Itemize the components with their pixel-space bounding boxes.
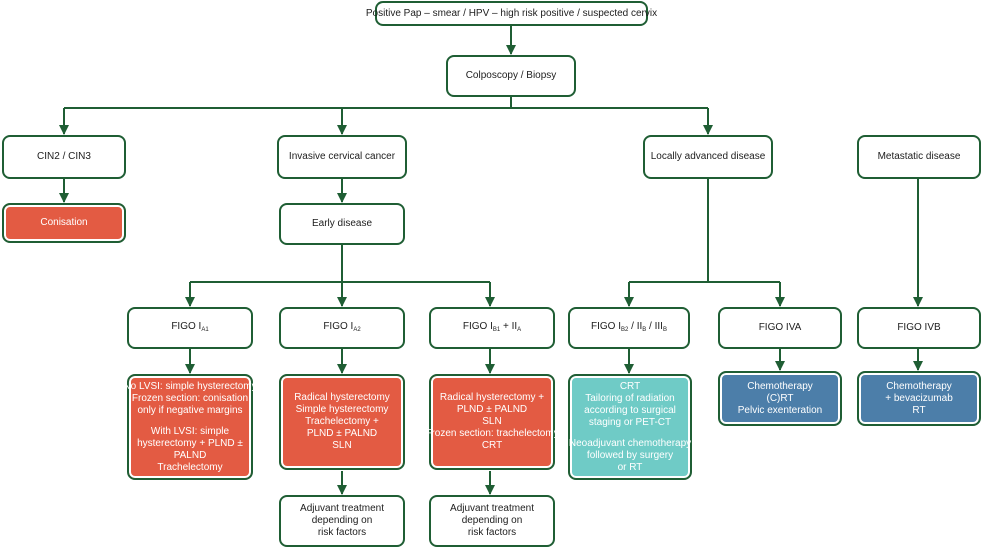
adjuvant-ia2-box: Adjuvant treatment depending on risk fac… bbox=[279, 495, 405, 547]
positive-pap-label: Positive Pap – smear / HPV – high risk p… bbox=[365, 7, 658, 19]
treatment-ivb-box: Chemotherapy + bevacizumab RT bbox=[857, 371, 981, 426]
figo-ivb-box: FIGO IVB bbox=[857, 307, 981, 349]
treatment-ib1-line-1: Radical hysterectomy + bbox=[439, 392, 545, 403]
figo-ib1-label: FIGO IB1 + IIA bbox=[463, 321, 521, 336]
cin-label: CIN2 / CIN3 bbox=[37, 151, 91, 162]
locally-advanced-box: Locally advanced disease bbox=[643, 135, 773, 179]
conisation-box: Conisation bbox=[2, 203, 126, 243]
colposcopy-box: Colposcopy / Biopsy bbox=[446, 55, 576, 97]
treatment-ivb-line-3: RT bbox=[912, 404, 926, 416]
figo-ib2-subscript-1: B2 bbox=[621, 326, 629, 333]
figo-ivb-label: FIGO IVB bbox=[897, 322, 941, 333]
treatment-ia2-line-1: Radical hysterectomy bbox=[294, 392, 390, 403]
treatment-ia2-line-4: PLND ± PALND bbox=[306, 428, 378, 439]
treatment-ib1-line-4: Frozen section: trachelectomy bbox=[425, 428, 559, 439]
treatment-ib1-line-3: SLN bbox=[482, 416, 502, 427]
adjuvant-ia2-line-1: Adjuvant treatment bbox=[300, 503, 384, 514]
treatment-iva-line-2: (C)RT bbox=[766, 392, 794, 404]
metastatic-box: Metastatic disease bbox=[857, 135, 981, 179]
treatment-ia1-line-1: No LVSI: simple hysterectomy bbox=[123, 380, 257, 392]
treatment-locally-line-1: CRT bbox=[619, 380, 641, 392]
treatment-locally-line-3: according to surgical bbox=[584, 404, 676, 416]
adjuvant-ib1-line-3: risk factors bbox=[467, 527, 517, 538]
adjuvant-ib1-line-1: Adjuvant treatment bbox=[450, 503, 534, 514]
treatment-ia2-line-2: Simple hysterectomy bbox=[295, 404, 389, 415]
positive-pap-box: Positive Pap – smear / HPV – high risk p… bbox=[366, 1, 657, 26]
treatment-locally-advanced-box: CRT Tailoring of radiation according to … bbox=[568, 374, 692, 480]
treatment-iva-line-3: Pelvic exenteration bbox=[737, 404, 823, 416]
figo-ib2-label: FIGO IB2 / IIB / IIIB bbox=[591, 321, 667, 336]
cin-box: CIN2 / CIN3 bbox=[2, 135, 126, 179]
treatment-ia2-line-5: SLN bbox=[332, 440, 352, 451]
treatment-iva-box: Chemotherapy (C)RT Pelvic exenteration bbox=[718, 371, 842, 426]
colposcopy-label: Colposcopy / Biopsy bbox=[465, 70, 557, 81]
figo-ib2-middle-1: / II bbox=[628, 320, 643, 332]
treatment-ia1-line-6: PALND bbox=[173, 449, 207, 461]
treatment-ia2-box: Radical hysterectomy Simple hysterectomy… bbox=[279, 374, 405, 470]
adjuvant-ia2-line-3: risk factors bbox=[317, 527, 367, 538]
treatment-ib1-line-5: CRT bbox=[481, 440, 503, 451]
figo-iva-label: FIGO IVA bbox=[758, 322, 802, 333]
treatment-ia1-line-7: Trachelectomy bbox=[157, 461, 223, 473]
figo-ia1-prefix: FIGO I bbox=[171, 320, 202, 332]
treatment-ia1-line-2: Frozen section: conisation bbox=[131, 392, 249, 404]
figo-ib2-prefix: FIGO I bbox=[591, 320, 622, 332]
treatment-ia1-line-5: hysterectomy + PLND ± bbox=[137, 437, 243, 449]
invasive-label: Invasive cervical cancer bbox=[288, 151, 396, 162]
figo-ib2-subscript-3: B bbox=[662, 326, 667, 333]
treatment-locally-line-2: Tailoring of radiation bbox=[585, 392, 675, 404]
figo-ia2-box: FIGO IA2 bbox=[279, 307, 405, 349]
adjuvant-ib1-box: Adjuvant treatment depending on risk fac… bbox=[429, 495, 555, 547]
invasive-box: Invasive cervical cancer bbox=[277, 135, 407, 179]
locally-advanced-label: Locally advanced disease bbox=[650, 151, 766, 162]
treatment-ia1-line-4: With LVSI: simple bbox=[150, 425, 230, 437]
metastatic-label: Metastatic disease bbox=[877, 151, 961, 162]
figo-ia2-prefix: FIGO I bbox=[323, 320, 354, 332]
treatment-ivb-line-2: + bevacizumab bbox=[885, 392, 953, 404]
figo-ia1-subscript: A1 bbox=[201, 326, 209, 333]
figo-ia1-label: FIGO IA1 bbox=[171, 321, 208, 336]
adjuvant-ib1-line-2: depending on bbox=[461, 515, 523, 526]
treatment-ivb-line-1: Chemotherapy bbox=[886, 380, 952, 392]
figo-ib1-middle: + II bbox=[500, 320, 518, 332]
treatment-locally-line-7: or RT bbox=[617, 461, 643, 473]
early-disease-box: Early disease bbox=[279, 203, 405, 245]
figo-ib1-prefix: FIGO I bbox=[462, 320, 493, 332]
figo-ia1-box: FIGO IA1 bbox=[127, 307, 253, 349]
figo-ia2-subscript: A2 bbox=[353, 326, 361, 333]
treatment-ia1-box: No LVSI: simple hysterectomy Frozen sect… bbox=[123, 374, 257, 480]
figo-iva-box: FIGO IVA bbox=[718, 307, 842, 349]
figo-ib1-subscript-2: A bbox=[517, 326, 522, 333]
treatment-locally-line-4: staging or PET-CT bbox=[588, 416, 672, 428]
figo-ib1-box: FIGO IB1 + IIA bbox=[429, 307, 555, 349]
treatment-ib1-box: Radical hysterectomy + PLND ± PALND SLN … bbox=[425, 374, 559, 470]
figo-ib2-subscript-2: B bbox=[642, 326, 647, 333]
adjuvant-ia2-line-2: depending on bbox=[311, 515, 373, 526]
treatment-iva-line-1: Chemotherapy bbox=[747, 380, 813, 392]
figo-ib1-subscript-1: B1 bbox=[492, 326, 501, 333]
treatment-ib1-line-2: PLND ± PALND bbox=[456, 404, 528, 415]
figo-ib2-middle-2: / III bbox=[646, 320, 663, 332]
treatment-locally-line-5: Neoadjuvant chemotherapy bbox=[568, 437, 692, 449]
treatment-locally-line-6: followed by surgery bbox=[586, 449, 674, 461]
early-disease-label: Early disease bbox=[311, 218, 373, 229]
treatment-ia2-line-3: Trachelectomy + bbox=[305, 416, 379, 427]
treatment-ia1-line-3: only if negative margins bbox=[137, 404, 243, 416]
figo-ia2-label: FIGO IA2 bbox=[323, 321, 360, 336]
figo-ib2-box: FIGO IB2 / IIB / IIIB bbox=[568, 307, 690, 349]
conisation-label: Conisation bbox=[40, 217, 88, 228]
